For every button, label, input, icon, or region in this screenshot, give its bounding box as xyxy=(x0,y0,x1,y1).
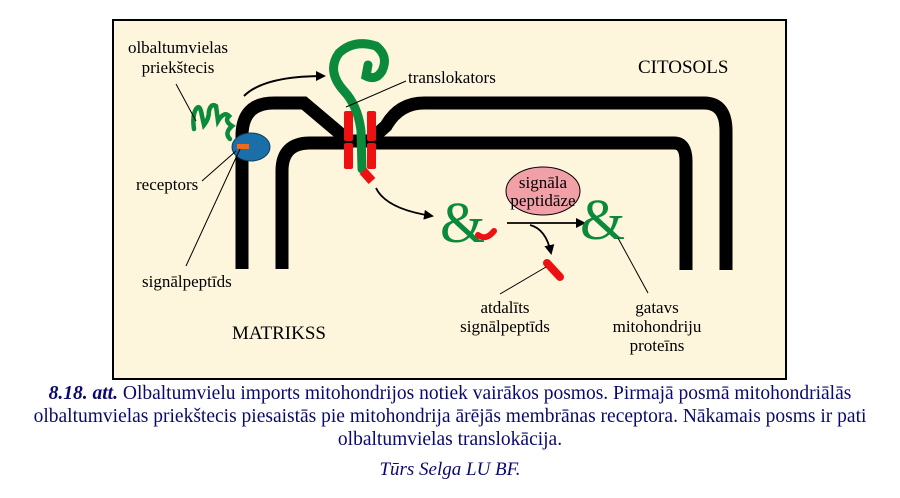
figure-credit: Tūrs Selga LU BF. xyxy=(379,459,521,480)
cytosol-label: CITOSOLS xyxy=(638,57,728,78)
matrix-label: MATRIKSS xyxy=(232,323,326,344)
precursor-label-1: olbaltumvielas xyxy=(128,38,228,57)
signal-peptide-translocating xyxy=(359,167,376,185)
cleaved-label-1: atdalīts xyxy=(480,298,529,317)
receptor-label: receptors xyxy=(136,175,198,194)
receptor xyxy=(231,132,271,162)
signal-peptide-attached xyxy=(475,228,497,241)
peptidase-label-1: signāla xyxy=(519,173,568,192)
translocator-complex xyxy=(344,111,376,169)
peptidase-label-2: peptidāze xyxy=(510,191,575,210)
caption-text: Olbaltumvielu imports mitohondrijos noti… xyxy=(33,383,867,450)
cleaved-signal-peptide xyxy=(543,259,564,281)
outer-membrane xyxy=(235,96,733,270)
leader-lines xyxy=(175,80,649,295)
mature-protein: & xyxy=(580,187,625,252)
translocator-label: translokators xyxy=(408,68,496,87)
signal-peptide-label: signālpeptīds xyxy=(142,272,232,291)
diagram-panel: & & signāla peptidāze olbaltumvielas pri… xyxy=(112,19,787,380)
mitochondrial-import-diagram: & & signāla peptidāze olbaltumvielas pri… xyxy=(128,38,733,355)
protein-with-signal: & xyxy=(440,190,485,255)
arrow-release xyxy=(529,224,555,255)
receptor-bound-signal-peptide xyxy=(237,144,249,149)
figure-number: 8.18. att. xyxy=(48,383,118,404)
mature-label-3: proteīns xyxy=(630,336,685,355)
arrow-to-translocator xyxy=(243,71,326,97)
signal-peptidase xyxy=(505,166,581,216)
precursor-label-2: priekštecis xyxy=(142,58,215,77)
arrow-to-matrix xyxy=(375,187,434,220)
precursor-protein xyxy=(191,102,236,142)
inner-membrane xyxy=(275,136,693,270)
figure-caption: 8.18. att. Olbaltumvielu imports mitohon… xyxy=(0,382,900,451)
mature-label-1: gatavs xyxy=(635,298,678,317)
mature-label-2: mitohondriju xyxy=(613,317,702,336)
cleaved-label-2: signālpeptīds xyxy=(460,317,550,336)
translocating-protein xyxy=(329,39,389,174)
